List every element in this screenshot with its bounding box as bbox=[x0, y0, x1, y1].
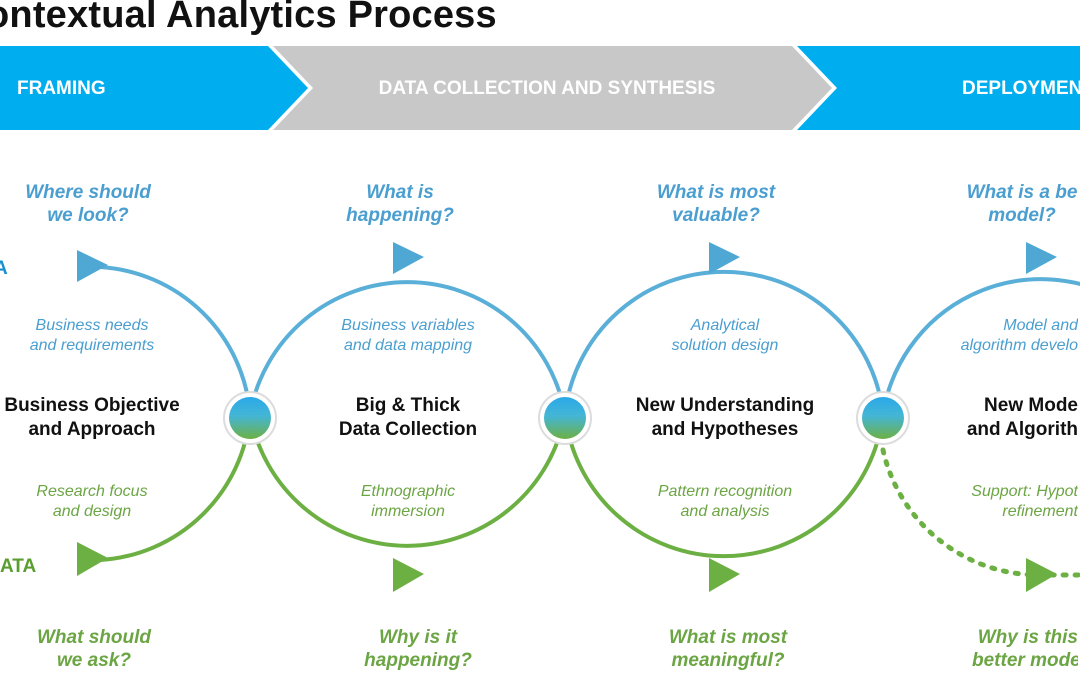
phase-label-deployment: DEPLOYMEN bbox=[962, 78, 1080, 99]
page-title: ontextual Analytics Process bbox=[0, 0, 497, 36]
blue-arc-1 bbox=[99, 265, 252, 415]
bottom-question-line2: we ask? bbox=[57, 649, 131, 671]
top-question-line1: What is bbox=[366, 182, 434, 203]
blue-arrow-icon-2 bbox=[393, 242, 424, 274]
green-dotted-arc-4 bbox=[880, 447, 1080, 578]
top-question-line2: we look? bbox=[47, 204, 129, 226]
bottom-step-line2: and design bbox=[52, 503, 132, 520]
top-step-line2: solution design bbox=[671, 337, 779, 354]
bottom-step-line1: Pattern recognition bbox=[657, 483, 793, 500]
bottom-question: What is most meaningful? bbox=[658, 627, 798, 673]
stage-center-label: Big & Thick Data Collection bbox=[308, 394, 508, 442]
blue-arc-3 bbox=[563, 269, 885, 415]
top-question: Where should we look? bbox=[18, 182, 158, 228]
top-question: What is happening? bbox=[330, 182, 470, 228]
bottom-step-line2: immersion bbox=[371, 503, 445, 520]
node-3 bbox=[856, 391, 910, 445]
stage-center-label: Business Objective and Approach bbox=[0, 394, 192, 442]
phase-chevron-framing bbox=[0, 46, 308, 130]
top-step: Business needs and requirements bbox=[12, 316, 172, 356]
bottom-question-line1: What is most bbox=[668, 627, 788, 648]
top-step-line1: Model and bbox=[1003, 317, 1078, 334]
top-step-line1: Analytical bbox=[690, 317, 760, 334]
center-line2: and Approach bbox=[28, 418, 156, 440]
bottom-step-line1: Support: Hypot bbox=[971, 483, 1078, 500]
top-step: Analytical solution design bbox=[645, 316, 805, 356]
center-line2: and Hypotheses bbox=[651, 418, 799, 440]
bottom-step-line2: and analysis bbox=[680, 503, 770, 520]
top-step-line1: Business variables bbox=[341, 317, 475, 334]
bottom-step: Pattern recognition and analysis bbox=[645, 482, 805, 522]
bottom-step: Support: Hypot refinement bbox=[964, 482, 1078, 522]
stage-center-label: New Mode and Algorith bbox=[964, 394, 1078, 442]
green-arc-2 bbox=[248, 413, 567, 548]
center-line1: New Understanding bbox=[635, 395, 815, 416]
center-line1: Big & Thick bbox=[355, 395, 461, 416]
center-line1: New Mode bbox=[984, 395, 1078, 416]
bottom-step-line2: refinement bbox=[1002, 503, 1078, 520]
green-arrow-icon-4 bbox=[1026, 558, 1057, 592]
green-arc-3 bbox=[563, 413, 885, 559]
top-step-line1: Business needs bbox=[35, 317, 149, 334]
bottom-step-line1: Research focus bbox=[36, 483, 148, 500]
top-step-line2: algorithm develo bbox=[960, 337, 1078, 354]
top-question-line1: What is a be bbox=[966, 182, 1078, 203]
blue-arc-2 bbox=[248, 280, 567, 415]
green-arc-1 bbox=[99, 413, 252, 562]
top-step-line2: and requirements bbox=[29, 337, 155, 354]
node-2 bbox=[538, 391, 592, 445]
bottom-question-line1: What should bbox=[37, 627, 151, 648]
top-question-line2: model? bbox=[988, 204, 1056, 226]
top-question: What is a be model? bbox=[966, 182, 1078, 228]
phase-label-framing: FRAMING bbox=[17, 78, 106, 99]
center-line1: Business Objective bbox=[4, 395, 180, 416]
bottom-step-line1: Ethnographic bbox=[360, 483, 456, 500]
top-question-line1: What is most bbox=[656, 182, 776, 203]
top-question: What is most valuable? bbox=[646, 182, 786, 228]
blue-arrow-icon-4 bbox=[1026, 242, 1057, 274]
phase-chevron-data-collection bbox=[273, 46, 832, 130]
blue-arrow-icon-1 bbox=[77, 250, 108, 282]
side-label-top: A bbox=[0, 258, 8, 279]
bottom-question: What should we ask? bbox=[24, 627, 164, 673]
green-arrow-icon-3 bbox=[709, 558, 740, 592]
center-line2: and Algorith bbox=[966, 418, 1078, 440]
bottom-question: Why is it happening? bbox=[348, 627, 488, 673]
bottom-question-line2: meaningful? bbox=[671, 649, 785, 671]
bottom-question-line2: better mode bbox=[972, 649, 1078, 671]
bottom-question-line1: Why is it bbox=[378, 627, 458, 648]
top-step: Model and algorithm develo bbox=[954, 316, 1078, 356]
green-arrow-icon-2 bbox=[393, 558, 424, 592]
green-arrow-icon-1 bbox=[77, 542, 108, 576]
blue-arrow-icon-3 bbox=[709, 242, 740, 274]
phase-label-data-collection: DATA COLLECTION AND SYNTHESIS bbox=[379, 78, 716, 99]
top-step: Business variables and data mapping bbox=[328, 316, 488, 356]
bottom-question-line1: Why is this bbox=[977, 627, 1078, 648]
top-question-line2: happening? bbox=[346, 204, 454, 226]
bottom-question-line2: happening? bbox=[364, 649, 472, 671]
phase-chevron-deployment bbox=[797, 46, 1080, 130]
side-label-bottom: ATA bbox=[0, 556, 37, 577]
bottom-question: Why is this better mode bbox=[972, 627, 1078, 673]
bottom-step: Research focus and design bbox=[12, 482, 172, 522]
blue-arc-4 bbox=[881, 277, 1080, 415]
bottom-step: Ethnographic immersion bbox=[328, 482, 488, 522]
top-question-line2: valuable? bbox=[672, 204, 760, 226]
top-question-line1: Where should bbox=[25, 182, 151, 203]
stage-center-label: New Understanding and Hypotheses bbox=[620, 394, 830, 442]
top-step-line2: and data mapping bbox=[343, 337, 473, 354]
center-line2: Data Collection bbox=[338, 418, 478, 440]
node-1 bbox=[223, 391, 277, 445]
